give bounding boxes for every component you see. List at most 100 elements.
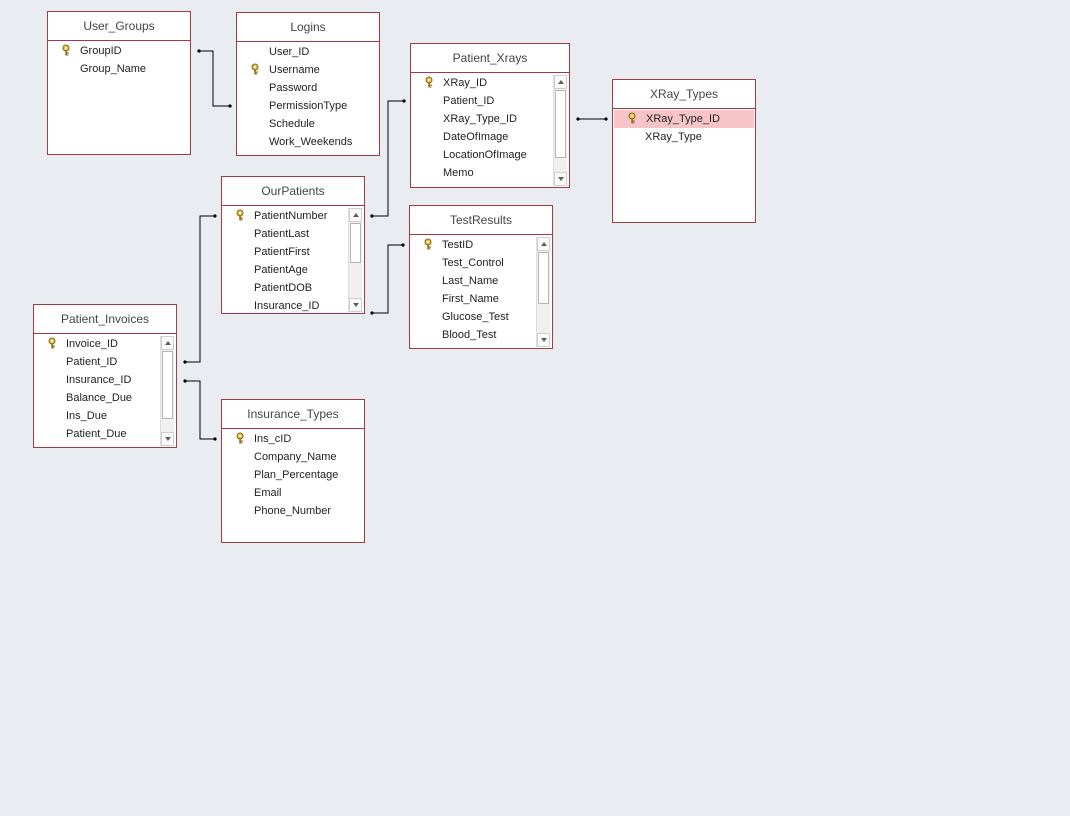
field-row[interactable]: XRay_Type [613, 128, 755, 146]
field-row[interactable]: Phone_Number [222, 502, 364, 520]
field-row[interactable]: Last_Name [410, 272, 552, 290]
field-name: LocationOfImage [443, 149, 527, 161]
field-name: Glucose_Test [442, 311, 509, 323]
relationship-endpoint [401, 243, 405, 247]
vertical-scrollbar[interactable] [348, 208, 362, 312]
table-title[interactable]: OurPatients [222, 177, 364, 206]
field-row[interactable]: Insurance_ID [34, 371, 176, 389]
vertical-scrollbar[interactable] [160, 336, 174, 446]
field-row[interactable]: Glucose_Test [410, 308, 552, 326]
relationship-line[interactable] [199, 50, 230, 107]
field-row[interactable]: Plan_Percentage [222, 466, 364, 484]
scroll-thumb[interactable] [162, 351, 173, 419]
field-row[interactable]: XRay_Type_ID [411, 110, 569, 128]
field-name: Password [269, 82, 318, 94]
vertical-scrollbar[interactable] [536, 237, 550, 347]
field-row[interactable]: LocationOfImage [411, 146, 569, 164]
table-title[interactable]: Patient_Invoices [34, 305, 176, 334]
scroll-down-button[interactable] [349, 298, 362, 312]
table-title[interactable]: XRay_Types [613, 80, 755, 109]
primary-key-icon [62, 44, 74, 56]
field-row[interactable]: Ins_cID [222, 430, 364, 448]
table-title[interactable]: TestResults [410, 206, 552, 235]
field-row[interactable]: Blood_Test [410, 326, 552, 344]
field-name: Schedule [269, 118, 315, 130]
field-row[interactable]: Schedule [237, 115, 379, 133]
field-row[interactable]: PatientLast [222, 225, 364, 243]
relationship-endpoint [370, 311, 374, 315]
field-name: First_Name [442, 293, 499, 305]
field-name: Plan_Percentage [254, 469, 339, 481]
field-row[interactable]: PatientDOB [222, 279, 364, 297]
field-row[interactable]: Patient_Due [34, 425, 176, 443]
relationship-line[interactable] [372, 244, 403, 314]
field-row[interactable]: Memo [411, 164, 569, 182]
scroll-up-button[interactable] [537, 237, 550, 251]
table-title[interactable]: Logins [237, 13, 379, 42]
scroll-down-button[interactable] [554, 172, 567, 186]
table-title[interactable]: Patient_Xrays [411, 44, 569, 73]
field-row[interactable]: Patient_ID [34, 353, 176, 371]
field-row[interactable]: First_Name [410, 290, 552, 308]
relationship-line[interactable] [185, 380, 215, 440]
field-row[interactable]: Work_Weekends [237, 133, 379, 151]
field-row[interactable]: PatientNumber [222, 207, 364, 225]
field-name: Balance_Due [66, 392, 133, 404]
field-row[interactable]: Ins_Due [34, 407, 176, 425]
field-row[interactable]: Password [237, 79, 379, 97]
field-name: XRay_Type_ID [443, 113, 517, 125]
primary-key-icon [425, 76, 437, 88]
field-row[interactable]: TestID [410, 236, 552, 254]
field-row[interactable]: Invoice_ID [34, 335, 176, 353]
relationship-endpoint [183, 379, 187, 383]
scroll-up-button[interactable] [349, 208, 362, 222]
field-row[interactable]: Company_Name [222, 448, 364, 466]
vertical-scrollbar[interactable] [553, 75, 567, 186]
field-row[interactable]: GroupID [48, 42, 190, 60]
field-row[interactable]: Patient_ID [411, 92, 569, 110]
field-row[interactable]: Group_Name [48, 60, 190, 78]
field-row[interactable]: Test_Control [410, 254, 552, 272]
primary-key-icon [628, 112, 640, 124]
field-row[interactable]: DateOfImage [411, 128, 569, 146]
field-row[interactable]: Insurance_ID [222, 297, 364, 315]
field-row[interactable]: PatientAge [222, 261, 364, 279]
field-row[interactable]: Username [237, 61, 379, 79]
field-row[interactable]: PatientFirst [222, 243, 364, 261]
field-row[interactable]: XRay_ID [411, 74, 569, 92]
field-row[interactable]: Balance_Due [34, 389, 176, 407]
relationship-endpoint [370, 214, 374, 218]
field-row[interactable]: User_ID [237, 43, 379, 61]
field-name: Insurance_ID [66, 374, 132, 386]
field-name: Patient_ID [66, 356, 118, 368]
scroll-up-button[interactable] [161, 336, 174, 350]
field-name: PatientFirst [254, 246, 310, 258]
field-row[interactable]: Email [222, 484, 364, 502]
scroll-thumb[interactable] [555, 90, 566, 158]
scroll-thumb[interactable] [350, 223, 361, 263]
field-name: Invoice_ID [66, 338, 118, 350]
field-name: Memo [443, 167, 474, 179]
field-name: Phone_Number [254, 505, 332, 517]
field-row[interactable]: PermissionType [237, 97, 379, 115]
scroll-thumb[interactable] [538, 252, 549, 304]
field-row[interactable]: XRay_Type_ID [614, 110, 754, 128]
field-name: Email [254, 487, 282, 499]
relationship-line[interactable] [185, 215, 215, 363]
table-title[interactable]: User_Groups [48, 12, 190, 41]
table-title[interactable]: Insurance_Types [222, 400, 364, 429]
scroll-down-button[interactable] [161, 432, 174, 446]
scroll-down-button[interactable] [537, 333, 550, 347]
scroll-up-button[interactable] [554, 75, 567, 89]
